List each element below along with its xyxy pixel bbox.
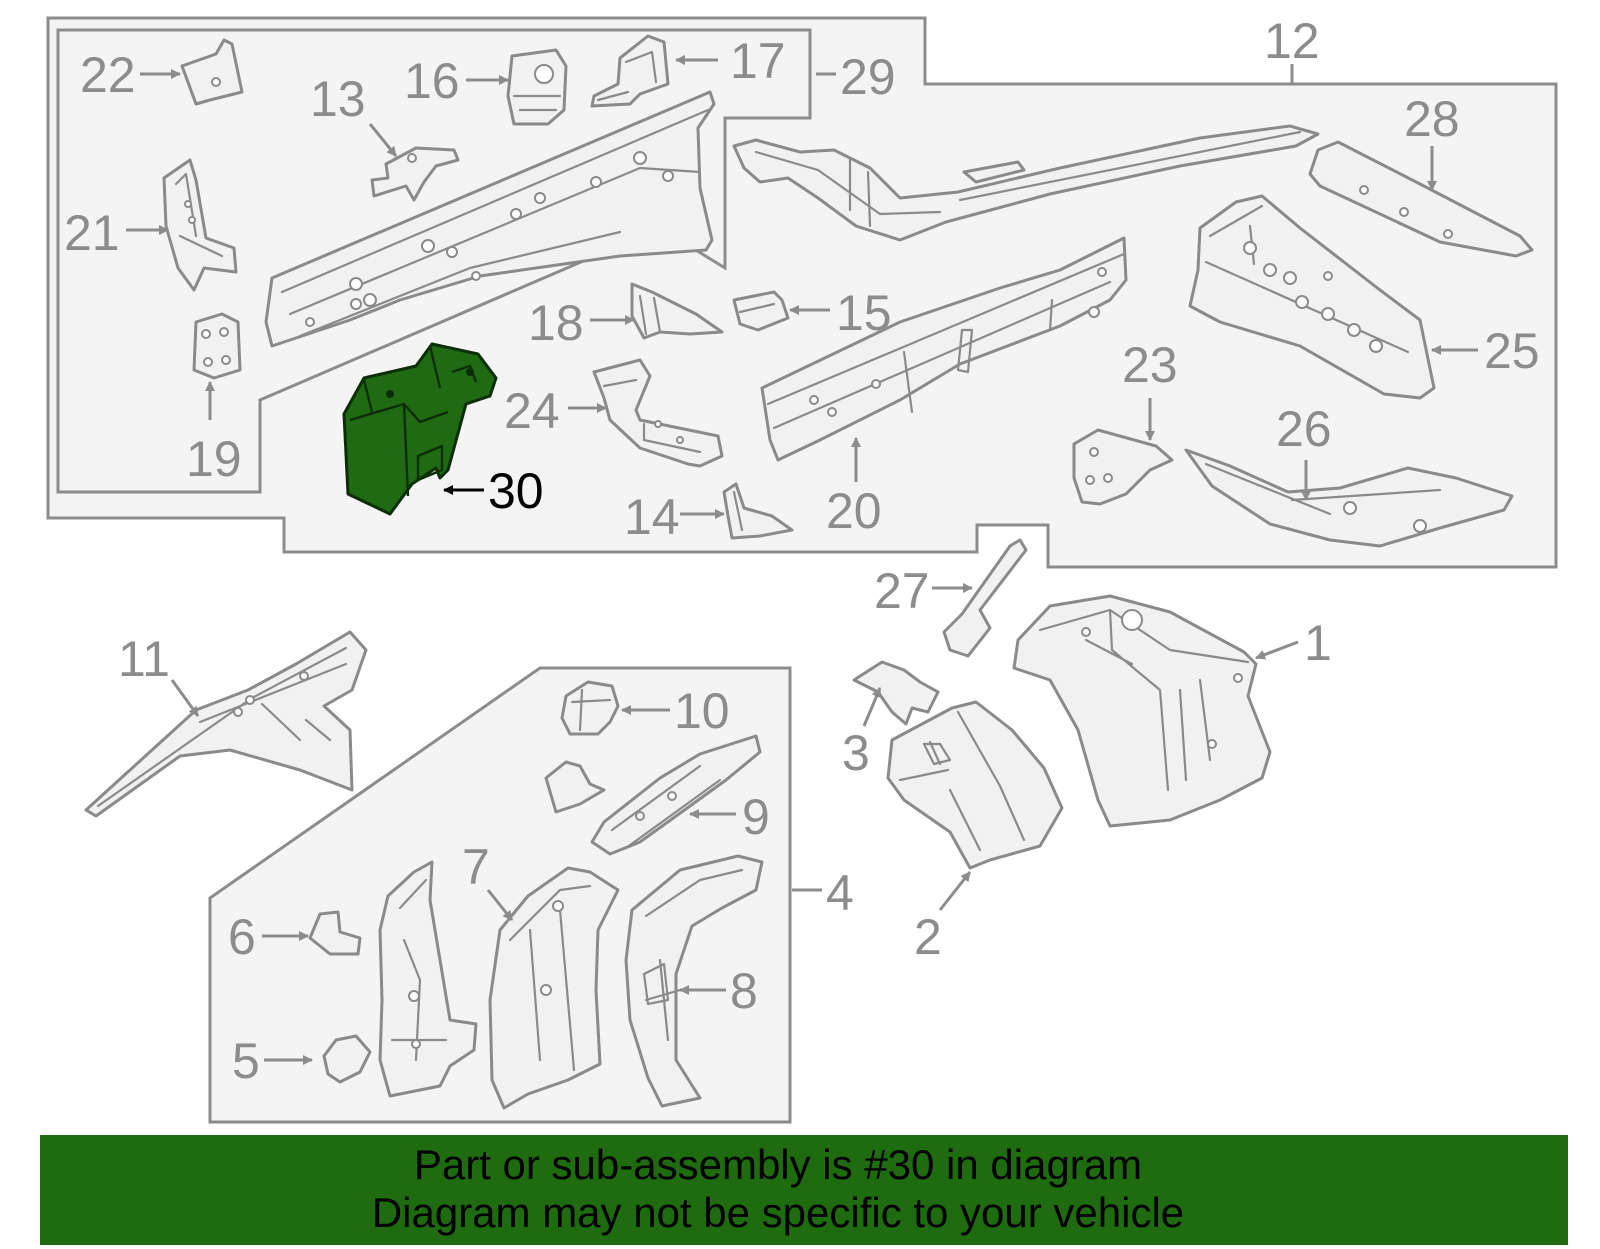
callout-17: 17 [730, 33, 786, 89]
callout-25: 25 [1484, 323, 1540, 379]
callout-23: 23 [1122, 337, 1178, 393]
part-25 [1188, 194, 1436, 400]
part-4-pillar-left [378, 860, 478, 1098]
callout-2: 2 [914, 909, 942, 965]
callout-3: 3 [842, 725, 870, 781]
callout-15: 15 [836, 285, 892, 341]
part-10 [560, 680, 620, 736]
leader-13 [368, 123, 398, 157]
part-8 [624, 854, 764, 1108]
callout-28: 28 [1404, 91, 1460, 147]
callout-27: 27 [874, 563, 930, 619]
part-3 [852, 660, 940, 726]
callout-10: 10 [674, 683, 730, 739]
part-11 [84, 630, 368, 818]
part-19 [192, 312, 242, 380]
part-26 [1184, 448, 1514, 548]
part-22 [180, 38, 244, 106]
leader-11 [170, 679, 200, 717]
part-28 [1308, 140, 1534, 258]
part-21 [162, 158, 238, 292]
part-13 [370, 146, 460, 202]
callout-29: 29 [840, 49, 896, 105]
part-5 [322, 1034, 372, 1084]
banner-line-1: Part or sub-assembly is #30 in diagram [413, 1141, 1143, 1188]
callout-9: 9 [742, 789, 770, 845]
callout-19: 19 [186, 431, 242, 487]
part-24 [592, 358, 724, 468]
callout-18: 18 [528, 295, 584, 351]
part-2 [886, 700, 1064, 870]
part-7 [488, 866, 620, 1110]
part-9 [590, 734, 762, 856]
part-29-rail [264, 90, 716, 348]
part-rocker [732, 124, 1320, 242]
leader-2 [938, 871, 972, 911]
callout-16: 16 [404, 53, 460, 109]
part-15 [732, 290, 790, 332]
leader-3 [862, 687, 882, 727]
part-27 [942, 538, 1028, 658]
part-unlabeled-g4 [544, 760, 606, 814]
callout-26: 26 [1276, 401, 1332, 457]
info-banner: Part or sub-assembly is #30 in diagram D… [40, 1135, 1568, 1245]
callout-1: 1 [1304, 615, 1332, 671]
part-6 [308, 910, 362, 956]
callout-6: 6 [228, 909, 256, 965]
callout-5: 5 [232, 1033, 260, 1089]
callout-11: 11 [118, 631, 170, 687]
leader-7 [486, 889, 514, 921]
callout-4: 4 [826, 865, 854, 921]
callout-24: 24 [504, 383, 560, 439]
callout-22: 22 [80, 47, 136, 103]
callout-14: 14 [624, 489, 680, 545]
part-16 [506, 48, 568, 126]
callout-12: 12 [1264, 13, 1320, 69]
callout-7: 7 [462, 839, 490, 895]
callout-13: 13 [310, 71, 366, 127]
part-23 [1072, 428, 1174, 506]
part-18 [630, 282, 724, 340]
callout-30[interactable]: 30 [488, 463, 544, 519]
part-30-highlighted[interactable] [342, 342, 498, 516]
part-14 [722, 482, 794, 540]
part-17 [590, 34, 670, 108]
part-20 [760, 236, 1128, 462]
leader-1 [1255, 640, 1299, 660]
callout-20: 20 [826, 483, 882, 539]
part-1 [1012, 594, 1272, 828]
callout-21: 21 [64, 205, 120, 261]
banner-line-2: Diagram may not be specific to your vehi… [371, 1189, 1185, 1236]
callout-8: 8 [730, 963, 758, 1019]
